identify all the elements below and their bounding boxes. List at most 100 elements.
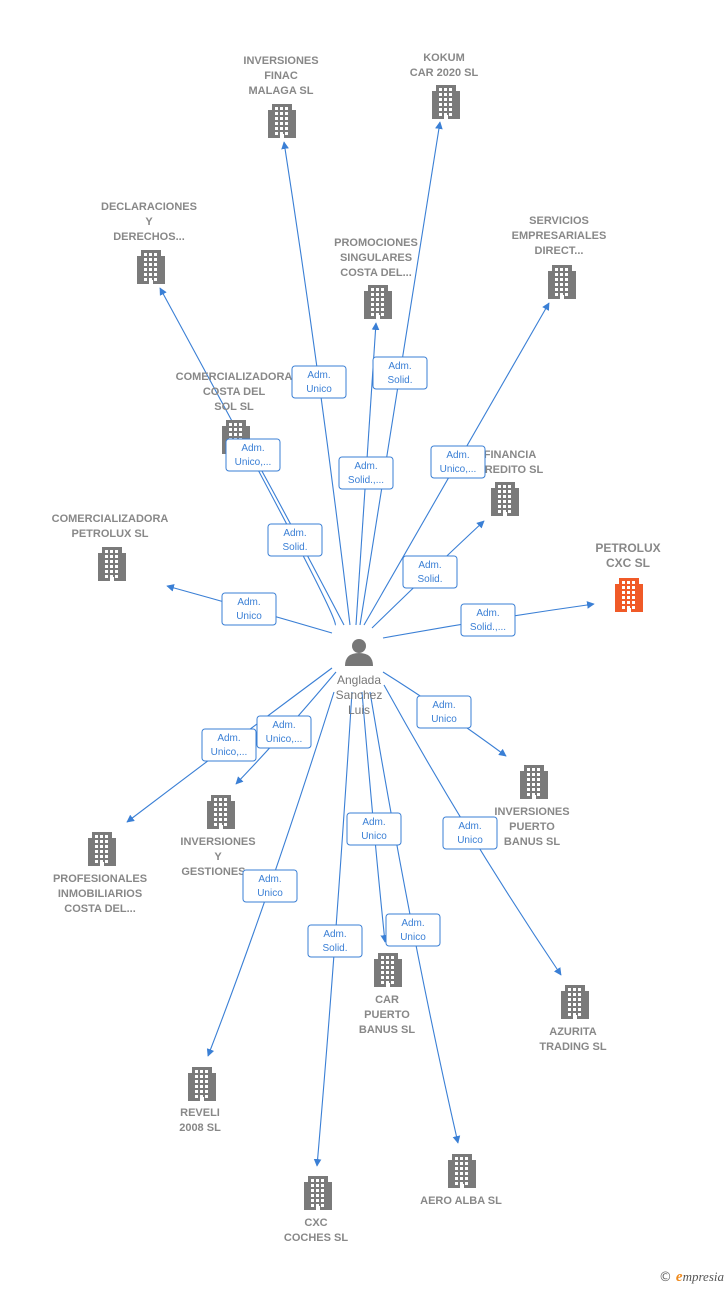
copyright-symbol: © bbox=[658, 1269, 672, 1285]
company-label[interactable]: DECLARACIONES bbox=[101, 201, 197, 213]
company-label[interactable]: PROFESIONALES bbox=[53, 873, 147, 885]
brand-logo[interactable]: empresia bbox=[676, 1269, 724, 1286]
company-label[interactable]: AERO ALBA SL bbox=[420, 1195, 502, 1207]
person-name-line[interactable]: Anglada bbox=[337, 673, 381, 687]
company-label[interactable]: REVELI bbox=[180, 1107, 220, 1119]
company-label[interactable]: KOKUM bbox=[423, 52, 465, 64]
company-label[interactable]: COCHES SL bbox=[284, 1232, 348, 1244]
company-label[interactable]: PETROLUX SL bbox=[71, 528, 148, 540]
company-building-icon[interactable] bbox=[304, 1176, 332, 1210]
edge-role-text: Adm. bbox=[388, 361, 411, 372]
company-building-icon[interactable] bbox=[561, 985, 589, 1019]
company-label[interactable]: CXC bbox=[304, 1217, 327, 1229]
edge-role-badge[interactable]: Adm.Solid. bbox=[402, 555, 458, 589]
company-label[interactable]: SINGULARES bbox=[340, 252, 412, 264]
company-label[interactable]: COSTA DEL bbox=[203, 386, 266, 398]
edge-role-badge[interactable]: Adm.Unico bbox=[416, 695, 472, 729]
company-label[interactable]: INVERSIONES bbox=[243, 55, 318, 67]
company-label[interactable]: DERECHOS... bbox=[113, 231, 185, 243]
edge-role-badge[interactable]: Adm.Unico bbox=[242, 869, 298, 903]
company-building-icon[interactable] bbox=[491, 482, 519, 516]
company-building-icon[interactable] bbox=[448, 1154, 476, 1188]
edge-role-text: Solid. bbox=[417, 574, 442, 585]
edge-role-badge[interactable]: Adm.Solid.,... bbox=[460, 603, 516, 637]
edge-role-text: Adm. bbox=[237, 597, 260, 608]
company-label[interactable]: CAR bbox=[375, 994, 399, 1006]
company-label[interactable]: CAR 2020 SL bbox=[410, 67, 479, 79]
edge-role-text: Adm. bbox=[323, 929, 346, 940]
company-label[interactable]: SERVICIOS bbox=[529, 215, 589, 227]
company-label[interactable]: TRADING SL bbox=[539, 1041, 607, 1053]
company-label[interactable]: EMPRESARIALES bbox=[512, 230, 607, 242]
edge-role-text: Adm. bbox=[217, 733, 240, 744]
brand-initial: e bbox=[675, 1268, 683, 1285]
edge-role-text: Unico,... bbox=[440, 464, 477, 475]
footer-brand: © empresia bbox=[659, 1268, 724, 1286]
edge-role-text: Adm. bbox=[432, 700, 455, 711]
edge-role-text: Unico,... bbox=[211, 747, 248, 758]
company-label[interactable]: FINAC bbox=[264, 70, 298, 82]
company-label[interactable]: CREDITO SL bbox=[477, 464, 544, 476]
company-label[interactable]: COSTA DEL... bbox=[340, 267, 412, 279]
company-label[interactable]: PETROLUX bbox=[595, 541, 660, 555]
company-building-icon[interactable] bbox=[137, 250, 165, 284]
company-building-icon[interactable] bbox=[88, 832, 116, 866]
edge-role-badge[interactable]: Adm.Solid. bbox=[307, 924, 363, 958]
edge-role-badge[interactable]: Adm.Unico bbox=[385, 913, 441, 947]
company-label[interactable]: FINANCIA bbox=[484, 449, 537, 461]
company-building-icon[interactable] bbox=[268, 104, 296, 138]
edge-role-text: Adm. bbox=[283, 528, 306, 539]
company-label[interactable]: BANUS SL bbox=[504, 836, 561, 848]
company-label[interactable]: BANUS SL bbox=[359, 1024, 416, 1036]
company-building-icon[interactable] bbox=[207, 795, 235, 829]
company-label[interactable]: CXC SL bbox=[606, 556, 650, 570]
company-label[interactable]: GESTIONES... bbox=[181, 866, 254, 878]
company-building-icon[interactable] bbox=[548, 265, 576, 299]
company-building-icon[interactable] bbox=[98, 547, 126, 581]
company-label[interactable]: Y bbox=[214, 851, 222, 863]
company-label[interactable]: AZURITA bbox=[549, 1026, 597, 1038]
edge-role-badge[interactable]: Adm.Solid. bbox=[267, 523, 323, 557]
company-label[interactable]: Y bbox=[145, 216, 153, 228]
company-building-icon[interactable] bbox=[520, 765, 548, 799]
edge-role-badge[interactable]: Adm.Solid.,... bbox=[338, 456, 394, 490]
edge-role-badge[interactable]: Adm.Unico bbox=[346, 812, 402, 846]
edge-role-badge[interactable]: Adm. Unico bbox=[221, 592, 277, 626]
company-label[interactable]: PUERTO bbox=[364, 1009, 410, 1021]
company-label[interactable]: COSTA DEL... bbox=[64, 903, 136, 915]
person-name-line[interactable]: Sanchez bbox=[336, 688, 383, 702]
edge-role-text: Adm. bbox=[258, 874, 281, 885]
company-label[interactable]: SOL SL bbox=[214, 401, 254, 413]
company-building-icon[interactable] bbox=[188, 1067, 216, 1101]
edge-role-text: Unico bbox=[236, 611, 262, 622]
company-label[interactable]: COMERCIALIZADORA bbox=[176, 371, 293, 383]
edge-role-text: Adm. bbox=[307, 370, 330, 381]
person-name-line[interactable]: Luis bbox=[348, 703, 370, 717]
company-label[interactable]: 2008 SL bbox=[179, 1122, 221, 1134]
company-label[interactable]: PROMOCIONES bbox=[334, 237, 418, 249]
company-label[interactable]: INMOBILIARIOS bbox=[58, 888, 142, 900]
company-label[interactable]: INVERSIONES bbox=[180, 836, 255, 848]
company-building-icon[interactable] bbox=[374, 953, 402, 987]
edge-role-badge[interactable]: Adm.Unico bbox=[442, 816, 498, 850]
company-building-icon[interactable] bbox=[432, 85, 460, 119]
company-label[interactable]: DIRECT... bbox=[535, 245, 584, 257]
edge-role-badge[interactable]: Adm.Unico,... bbox=[256, 715, 312, 749]
edge-role-text: Unico bbox=[306, 384, 332, 395]
edge-role-badge[interactable]: Adm. Unico bbox=[291, 365, 347, 399]
company-building-icon[interactable] bbox=[364, 285, 392, 319]
edge-role-text: Adm. bbox=[362, 817, 385, 828]
company-building-icon[interactable] bbox=[615, 578, 643, 612]
person-icon[interactable] bbox=[345, 639, 373, 666]
edge-role-text: Unico bbox=[400, 932, 426, 943]
edge-role-badge[interactable]: Adm.Unico,... bbox=[225, 438, 281, 472]
edge-role-badge[interactable]: Adm. Unico,... bbox=[201, 728, 257, 762]
edge-role-badge[interactable]: Adm.Unico,... bbox=[430, 445, 486, 479]
company-label[interactable]: PUERTO bbox=[509, 821, 555, 833]
company-label[interactable]: COMERCIALIZADORA bbox=[52, 513, 169, 525]
edge-role-badge[interactable]: Adm.Solid. bbox=[372, 356, 428, 390]
company-label[interactable]: MALAGA SL bbox=[249, 85, 314, 97]
company-label[interactable]: INVERSIONES bbox=[494, 806, 569, 818]
